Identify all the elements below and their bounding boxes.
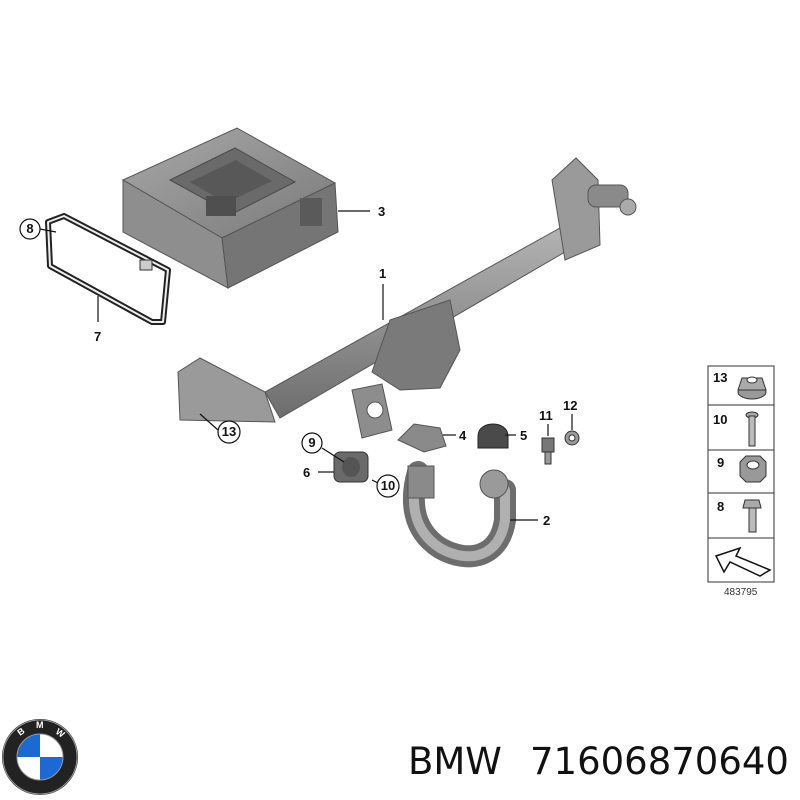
svg-text:9: 9 xyxy=(308,435,315,450)
ball-hitch-part xyxy=(402,461,516,568)
callout-2: 2 xyxy=(543,513,550,528)
legend-label-10: 10 xyxy=(713,412,727,427)
leader-lines xyxy=(39,210,573,521)
svg-text:8: 8 xyxy=(26,221,33,236)
part-number: 71606870640 xyxy=(530,740,789,783)
washer-part xyxy=(564,430,580,446)
rubber-buffer-part xyxy=(333,451,369,483)
callout-11: 11 xyxy=(539,408,553,423)
long-bolt-icon xyxy=(745,411,759,447)
legend-label-13: 13 xyxy=(713,370,727,385)
hex-nut-icon xyxy=(739,455,767,483)
svg-text:13: 13 xyxy=(222,424,236,439)
frame-seal-part xyxy=(45,213,171,325)
callout-3: 3 xyxy=(378,204,385,219)
flange-nut-icon xyxy=(737,376,767,400)
protective-cap-part xyxy=(477,423,509,449)
arrow-icon xyxy=(714,546,772,577)
legend-label-8: 8 xyxy=(717,499,724,514)
storage-box-part xyxy=(121,127,339,289)
diagram-code: 483795 xyxy=(724,587,758,598)
svg-text:B: B xyxy=(15,725,26,737)
callout-8-circle: 8 xyxy=(19,218,41,240)
short-bolt-icon xyxy=(742,499,762,533)
callout-1: 1 xyxy=(379,266,386,281)
small-bolt-part xyxy=(541,437,555,465)
callout-9-circle: 9 xyxy=(301,432,323,454)
callout-13-circle: 13 xyxy=(217,420,241,444)
callout-4: 4 xyxy=(459,428,467,443)
svg-text:10: 10 xyxy=(381,478,395,493)
brand-name: BMW xyxy=(408,740,502,783)
callout-5: 5 xyxy=(520,428,527,443)
tow-bar-crossmember-part xyxy=(177,157,637,439)
socket-holder-part xyxy=(397,423,447,453)
callout-7: 7 xyxy=(94,329,101,344)
svg-text:M: M xyxy=(36,720,44,730)
callout-10-circle: 10 xyxy=(376,474,400,498)
callout-12: 12 xyxy=(563,398,577,413)
hardware-legend: 13 10 9 8 483795 xyxy=(707,365,775,598)
legend-label-9: 9 xyxy=(717,455,724,470)
callout-labels: 1 2 3 4 5 6 7 11 12 8 9 10 13 xyxy=(19,204,577,528)
callout-6: 6 xyxy=(303,465,310,480)
bmw-roundel-icon: B M W xyxy=(2,719,78,795)
